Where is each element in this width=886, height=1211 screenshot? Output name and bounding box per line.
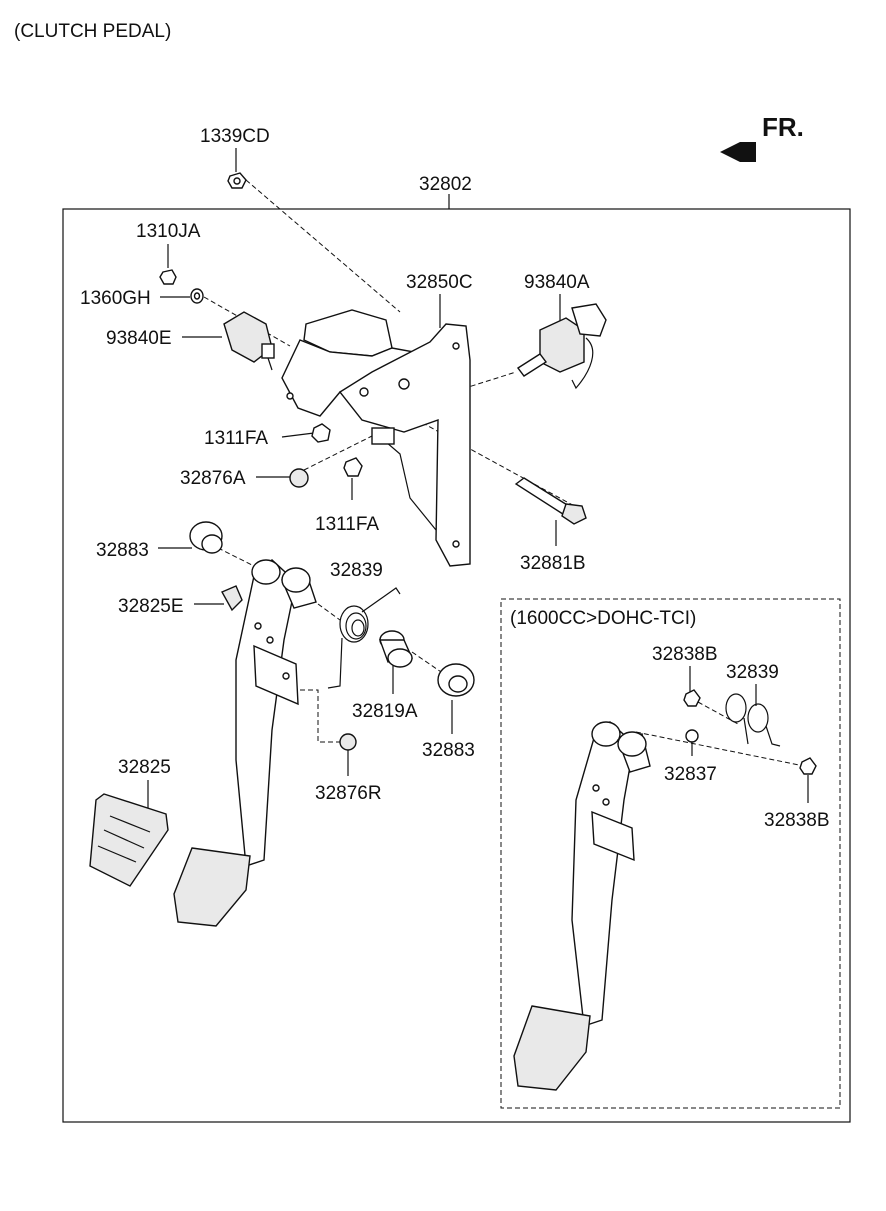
- label-93840E: 93840E: [106, 328, 172, 349]
- assembly-frame: [62, 208, 851, 1123]
- bumper-32876R-icon: [339, 733, 357, 751]
- stopper-32825E-icon: [221, 585, 243, 612]
- label-32837: 32837: [664, 764, 717, 785]
- pedal-bracket-32850C: [281, 309, 471, 567]
- label-32838B-lower: 32838B: [764, 810, 830, 831]
- label-32876R: 32876R: [315, 783, 382, 804]
- nut-1310JA-icon: [159, 269, 177, 285]
- label-32825: 32825: [118, 757, 171, 778]
- front-direction-arrow-icon: [720, 142, 756, 162]
- clutch-pedal-footpad: [173, 847, 251, 927]
- inset-nut-32838B-lower-icon: [799, 757, 817, 775]
- label-32883-right: 32883: [422, 740, 475, 761]
- bumper-32876A-icon: [289, 468, 309, 488]
- inset-pedal-arm: [571, 721, 651, 1027]
- bushing-32883-right-icon: [437, 663, 475, 697]
- switch-93840E-icon: [223, 311, 275, 371]
- label-32881B: 32881B: [520, 553, 586, 574]
- label-1310JA: 1310JA: [136, 221, 201, 242]
- front-direction-label: FR.: [762, 112, 804, 142]
- inset-collar-32837-icon: [685, 729, 699, 743]
- variant-inset-frame: [500, 598, 841, 1109]
- label-32838B-upper: 32838B: [652, 644, 718, 665]
- spring-32839-icon: [327, 587, 401, 689]
- nut-1311FA-upper-icon: [311, 423, 331, 443]
- nut-1311FA-lower-icon: [343, 457, 363, 477]
- washer-1360GH-icon: [190, 288, 204, 304]
- label-1311FA-lower: 1311FA: [315, 514, 379, 535]
- label-93840A: 93840A: [524, 272, 590, 293]
- leader-lines: [147, 148, 809, 812]
- label-32802: 32802: [419, 174, 472, 195]
- inset-spring-32839-icon: [725, 693, 781, 747]
- inset-title: (1600CC>DOHC-TCI): [510, 608, 696, 629]
- label-1360GH: 1360GH: [80, 288, 151, 309]
- label-32839-main: 32839: [330, 560, 383, 581]
- label-1311FA-upper: 1311FA: [204, 428, 268, 449]
- label-32819A: 32819A: [352, 701, 418, 722]
- bushing-32819A-icon: [379, 630, 414, 668]
- diagram-title: (CLUTCH PEDAL): [14, 21, 171, 42]
- label-32850C: 32850C: [406, 272, 473, 293]
- switch-93840A-icon: [516, 303, 607, 390]
- label-32839-inset: 32839: [726, 662, 779, 683]
- label-32825E: 32825E: [118, 596, 184, 617]
- clutch-pedal-arm: [235, 559, 317, 867]
- pad-32825-icon: [89, 793, 169, 887]
- nut-1339CD-icon: [227, 172, 247, 189]
- inset-nut-32838B-upper-icon: [683, 689, 701, 707]
- inset-pedal-footpad: [513, 1005, 591, 1091]
- pin-32881B-icon: [514, 477, 587, 525]
- bushing-32883-left-icon: [189, 521, 223, 554]
- label-32876A: 32876A: [180, 468, 246, 489]
- label-1339CD: 1339CD: [200, 126, 270, 147]
- label-32883-left: 32883: [96, 540, 149, 561]
